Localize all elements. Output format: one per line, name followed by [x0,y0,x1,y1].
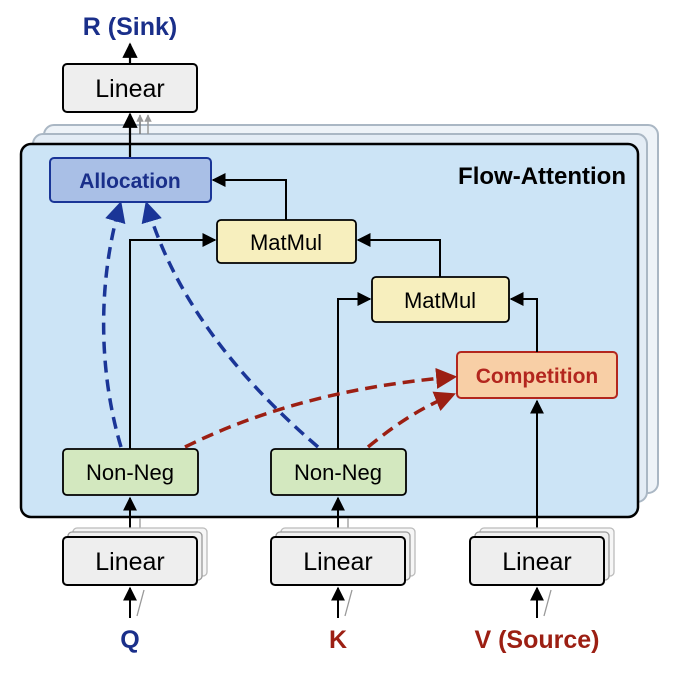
k-to-allocation-dashed-arrow [141,200,320,449]
q-input-label: Q [120,626,139,654]
linear-q-box [62,536,198,586]
panel-title: Flow-Attention [458,163,626,190]
competition-label: Competition [476,365,598,388]
k-input-label: K [329,626,347,654]
linear-out-label: Linear [95,75,165,103]
linear-k-label: Linear [303,548,373,576]
allocation-label: Allocation [79,170,181,193]
linear-v-box [469,536,605,586]
k-to-matmul-mid-arrow [337,292,372,449]
nonneg-q-label: Non-Neg [86,460,174,485]
k-to-competition-dashed-arrow [366,391,456,449]
linear-out-box [62,63,198,113]
nonneg-k-label: Non-Neg [294,460,382,485]
q-to-competition-dashed-arrow [184,367,458,449]
linear-v-label: Linear [502,548,572,576]
q-to-matmul-top-arrow [129,233,217,449]
v-input-label: V (Source) [474,626,599,654]
matmul-mid-label: MatMul [404,288,476,313]
matmul-top-label: MatMul [250,230,322,255]
q-input-arrow-back [136,589,145,617]
allocation-box [49,157,212,203]
matmul-top-to-allocation-arrow [211,173,287,220]
matmul-mid-to-matmul-top-arrow [356,233,441,277]
q-to-allocation-dashed-arrow [101,200,126,448]
linear-q-label: Linear [95,548,165,576]
k-input-arrow-back [344,589,353,617]
flow-attention-panel [19,142,640,519]
v-input-arrow-back [543,589,552,617]
linear-k-box [270,536,406,586]
output-label: R (Sink) [83,13,177,41]
competition-to-matmul-mid-arrow [509,292,538,352]
